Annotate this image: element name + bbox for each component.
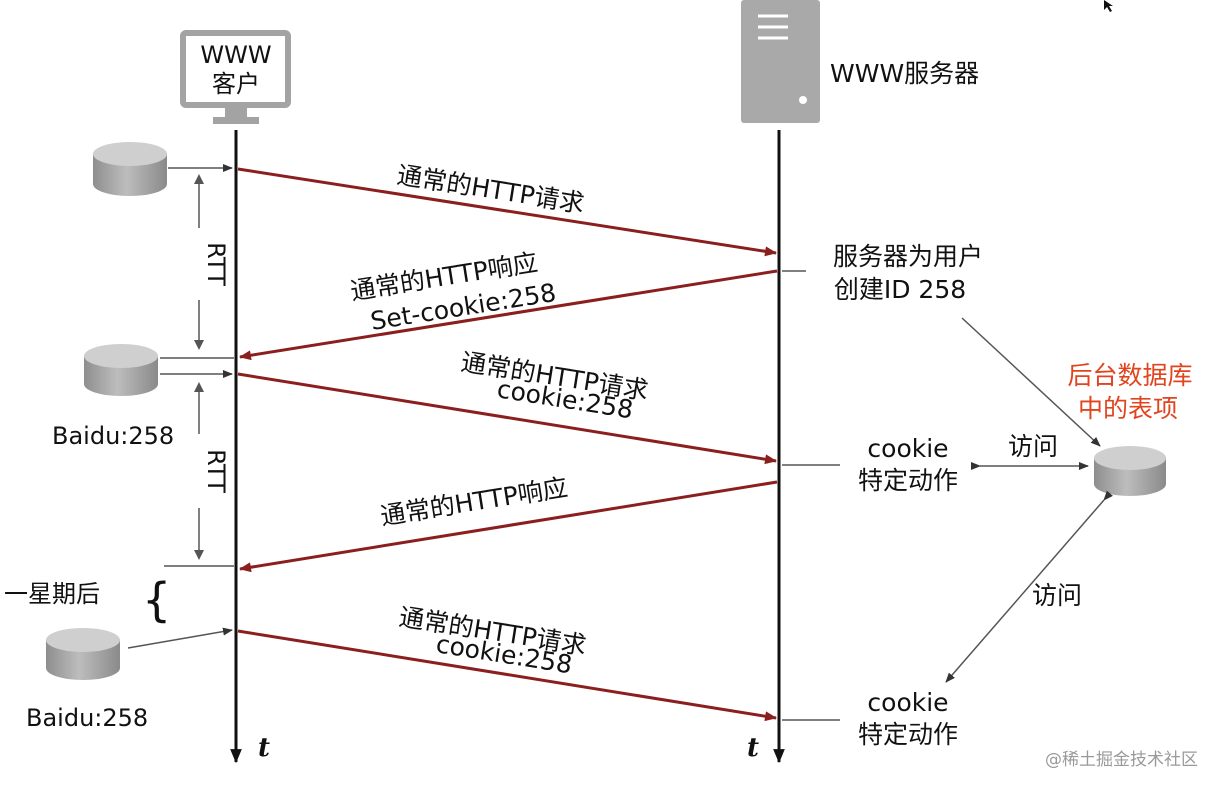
server-note-action1-line1: cookie (867, 434, 948, 463)
response-2-label: 通常的HTTP响应 (378, 473, 569, 531)
rtt-indicator-2: RTT (194, 382, 230, 560)
server-tower-icon (741, 0, 820, 123)
cookie-file-icon-3 (46, 628, 120, 680)
access-label-2: 访问 (1032, 581, 1082, 610)
client-monitor-icon: WWW 客户 (180, 30, 291, 124)
server-label: WWW服务器 (830, 59, 979, 88)
cookie-file-icon-2 (84, 344, 158, 396)
one-week-later-label: 一星期后 (4, 580, 100, 608)
arrow-response-2 (239, 480, 778, 573)
server-time-label: t (747, 733, 759, 763)
rtt-label-2: RTT (202, 449, 230, 493)
cookie-file-label-1: Baidu:258 (52, 422, 174, 450)
create-to-database-arrow (961, 317, 1101, 447)
database-label-line2: 中的表项 (1078, 394, 1178, 423)
arrow-response-1 (239, 269, 778, 361)
server-note-action2-line1: cookie (867, 688, 948, 717)
one-week-brace: { (142, 573, 171, 627)
watermark: @稀土掘金技术社区 (1045, 750, 1198, 770)
server-note-action2-line2: 特定动作 (858, 720, 958, 749)
server-note-create-line2: 创建ID 258 (834, 275, 966, 304)
server-note-create-line1: 服务器为用户 (833, 242, 983, 271)
rtt-indicator-1: RTT (194, 174, 230, 350)
client-label-line1: WWW (200, 41, 271, 69)
arrow-request-2 (237, 372, 777, 465)
client-label-line2: 客户 (212, 70, 260, 98)
database-label-line1: 后台数据库 (1067, 361, 1192, 390)
client-time-label: t (258, 733, 270, 763)
cookie-file-icon-1 (93, 142, 167, 196)
arrow-request-1 (237, 167, 777, 257)
rtt-label-1: RTT (202, 242, 230, 286)
access-label-1: 访问 (1008, 432, 1058, 461)
access-arrow-2 (945, 490, 1113, 683)
connector-cyl3 (127, 627, 233, 649)
arrow-request-3 (237, 629, 777, 722)
cookie-file-label-2: Baidu:258 (26, 704, 148, 732)
server-note-action1-line2: 特定动作 (858, 466, 958, 495)
mouse-cursor-icon (1104, 0, 1113, 12)
database-cylinder-icon (1094, 446, 1166, 496)
